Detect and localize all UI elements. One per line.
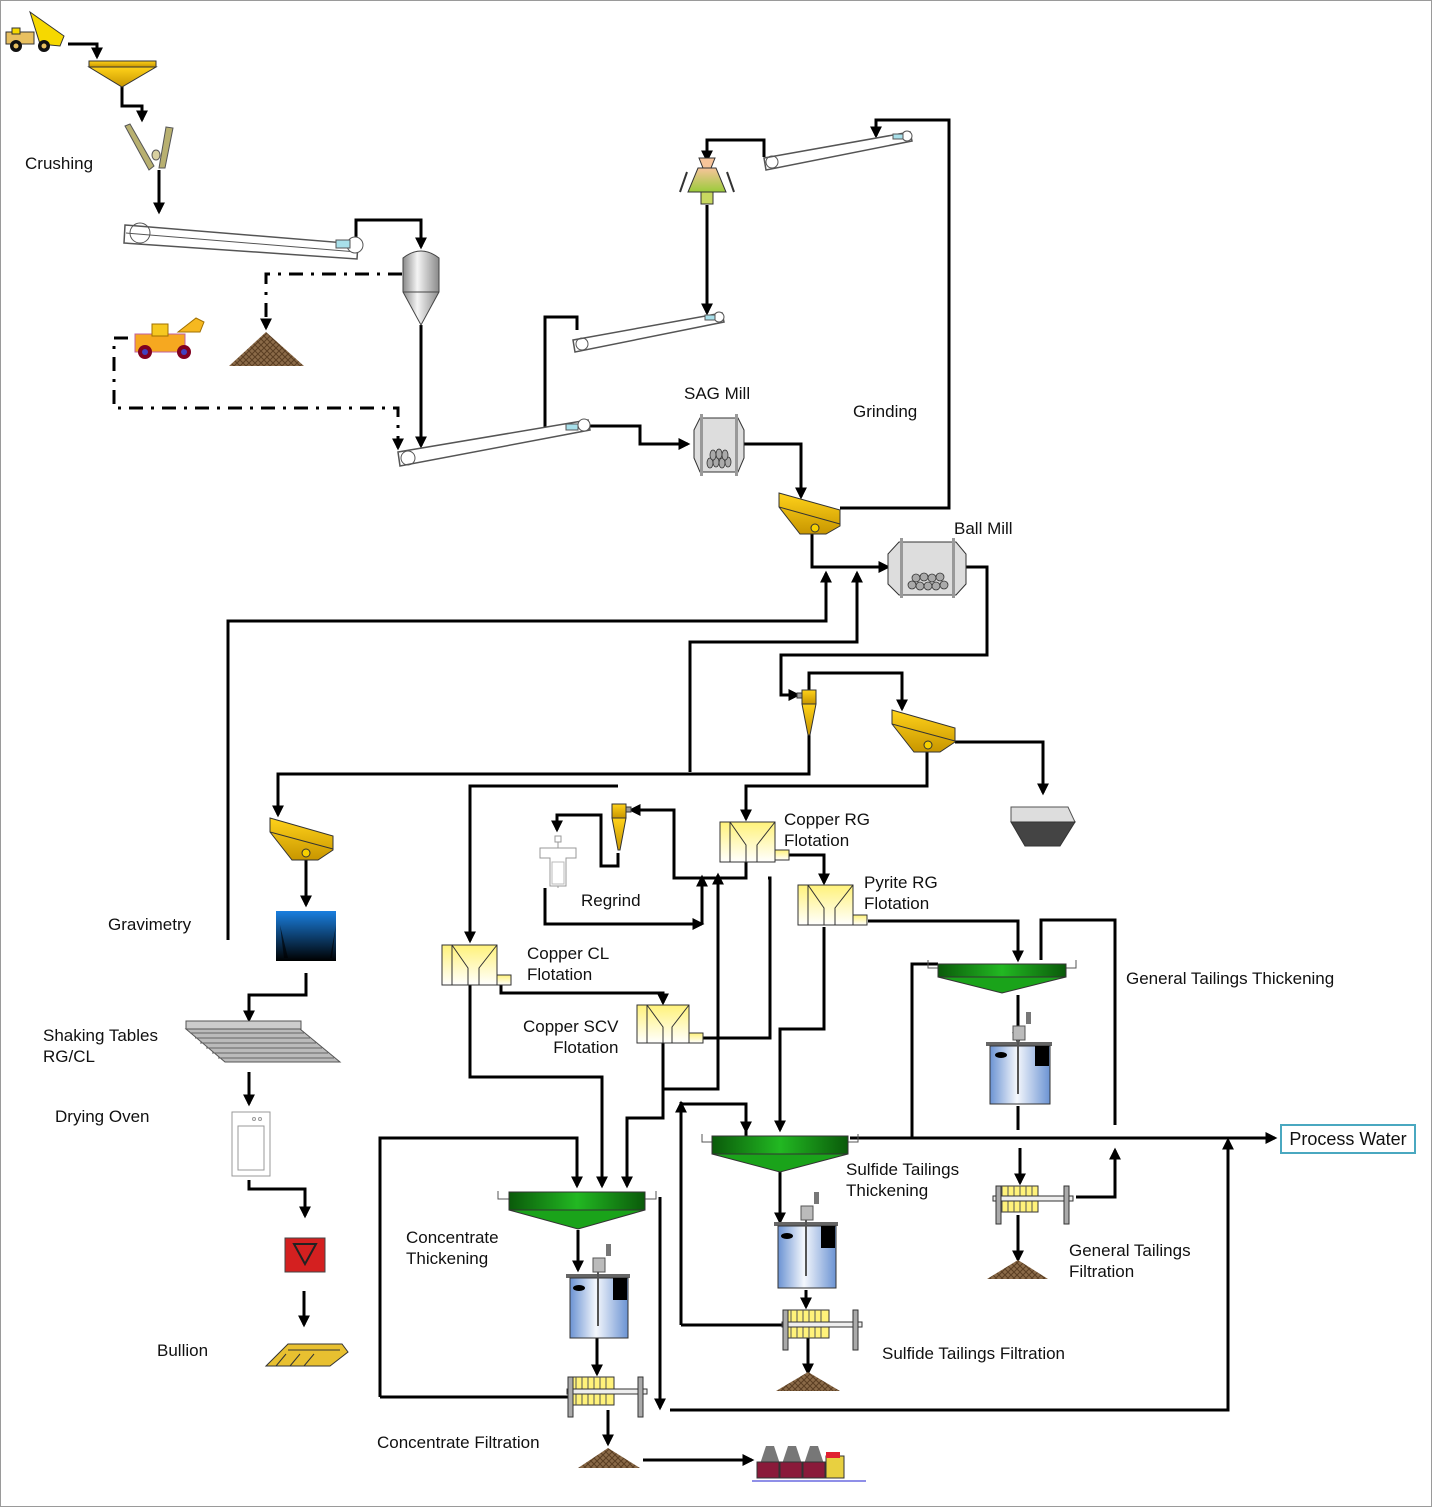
flow-lines bbox=[68, 42, 1278, 1466]
filter-press-general-icon bbox=[992, 1185, 1074, 1225]
jaw-crusher-icon bbox=[124, 123, 174, 171]
smelting-furnace-icon bbox=[284, 1237, 326, 1273]
flotation-cell-pyrite-rg-icon bbox=[797, 884, 868, 926]
label-ball-mill: Ball Mill bbox=[954, 519, 1013, 538]
conveyor-1-icon bbox=[123, 222, 364, 260]
process-water-box: Process Water bbox=[1280, 1124, 1416, 1154]
flotation-cell-copper-cl-icon bbox=[441, 944, 512, 986]
stockpile-icon bbox=[229, 332, 304, 366]
agitated-tank-concentrate-icon bbox=[566, 1244, 630, 1339]
flotation-cell-copper-scv-icon bbox=[636, 1004, 704, 1044]
agitated-tank-general-icon bbox=[986, 1012, 1052, 1105]
label-pyrite-rg-flotation: Pyrite RG Flotation bbox=[864, 873, 938, 913]
label-regrind: Regrind bbox=[581, 891, 641, 910]
label-shaking-tables: Shaking Tables RG/CL bbox=[43, 1026, 158, 1066]
label-gravimetry: Gravimetry bbox=[108, 915, 192, 934]
thickener-concentrate-icon bbox=[497, 1191, 657, 1230]
label-sulfide-tailings-thickening: Sulfide Tailings Thickening bbox=[846, 1160, 960, 1200]
label-general-tailings-filtration: General Tailings Filtration bbox=[1069, 1241, 1191, 1281]
silo-icon bbox=[402, 250, 440, 327]
filter-press-sulfide-icon bbox=[781, 1309, 863, 1351]
cone-crusher-icon bbox=[679, 157, 735, 205]
regrind-mill-icon bbox=[539, 835, 577, 888]
conveyor-2-icon bbox=[397, 418, 591, 467]
stockpile-concentrate-icon bbox=[578, 1448, 640, 1468]
label-sulfide-tailings-filtration: Sulfide Tailings Filtration bbox=[882, 1344, 1065, 1363]
label-drying-oven: Drying Oven bbox=[55, 1107, 150, 1126]
ball-mill-icon bbox=[887, 538, 967, 598]
train-icon bbox=[752, 1446, 866, 1482]
stockpile-sulfide-tailings-icon bbox=[776, 1372, 840, 1391]
label-grinding: Grinding bbox=[853, 402, 918, 421]
shaking-table-icon bbox=[184, 1020, 342, 1063]
screen-2-icon bbox=[891, 709, 956, 753]
trash-bin-icon bbox=[1010, 806, 1076, 847]
screen-3-icon bbox=[269, 817, 334, 861]
label-copper-rg-flotation: Copper RG Flotation bbox=[784, 810, 870, 850]
thickener-sulfide-tailings-icon bbox=[701, 1134, 859, 1173]
agitated-tank-sulfide-icon bbox=[774, 1192, 838, 1289]
front-loader-icon bbox=[134, 317, 205, 359]
filter-press-concentrate-icon bbox=[566, 1376, 648, 1418]
conveyor-4-icon bbox=[763, 130, 913, 171]
thickener-general-tailings-icon bbox=[927, 960, 1077, 994]
gold-bullion-icon bbox=[264, 1343, 349, 1367]
label-sag-mill: SAG Mill bbox=[684, 384, 751, 403]
label-general-tailings-thickening: General Tailings Thickening bbox=[1126, 969, 1335, 988]
flotation-cell-copper-rg-icon bbox=[719, 821, 790, 863]
cyclone-1-icon bbox=[796, 689, 817, 736]
feed-hopper-icon bbox=[87, 60, 158, 88]
label-concentrate-thickening: Concentrate Thickening bbox=[406, 1228, 499, 1268]
sag-mill-icon bbox=[693, 414, 745, 476]
label-crushing: Crushing bbox=[25, 154, 94, 173]
label-copper-cl-flotation: Copper CL Flotation bbox=[527, 944, 610, 984]
stockpile-general-tailings-icon bbox=[987, 1260, 1048, 1279]
cyclone-2-icon bbox=[611, 803, 632, 851]
haul-truck-icon bbox=[5, 10, 65, 52]
drying-oven-icon bbox=[231, 1111, 271, 1177]
label-copper-scv-flotation: Copper SCV Flotation bbox=[523, 1017, 619, 1057]
label-concentrate-filtration: Concentrate Filtration bbox=[377, 1433, 540, 1452]
gravimetry-concentrator-icon bbox=[276, 911, 336, 961]
conveyor-3-icon bbox=[572, 311, 725, 353]
label-bullion: Bullion bbox=[157, 1341, 209, 1360]
screen-1-icon bbox=[778, 492, 841, 535]
